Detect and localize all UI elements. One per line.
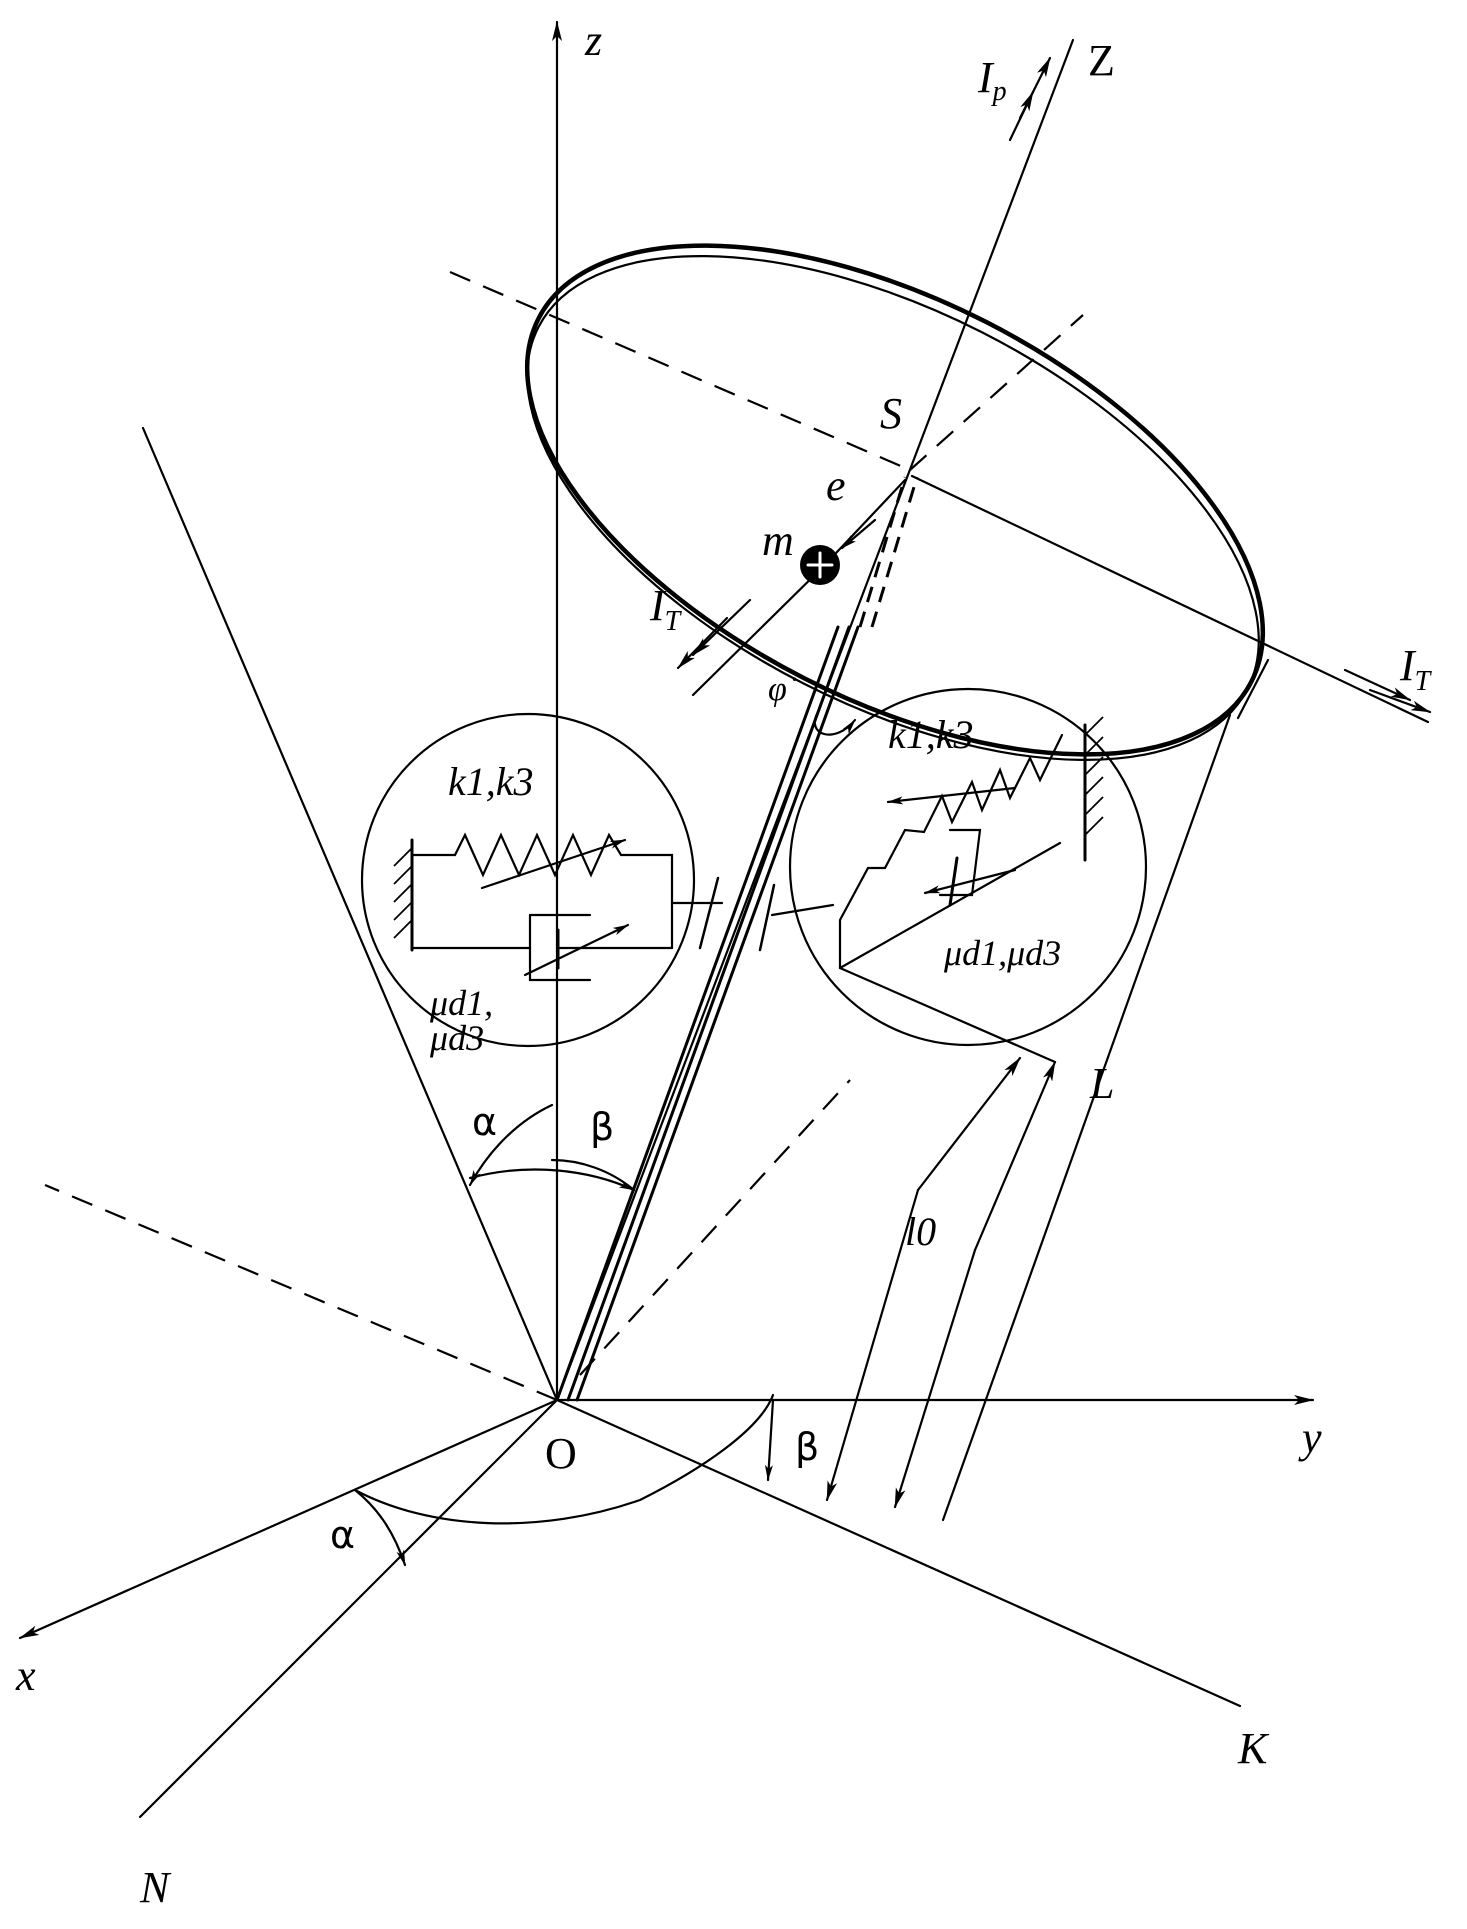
shaft-line-1 bbox=[555, 625, 840, 1402]
right-spring-arrow bbox=[886, 786, 1017, 805]
label-m: m bbox=[762, 516, 794, 565]
right-rim-line bbox=[1236, 658, 1270, 720]
bottom-arc bbox=[353, 1393, 775, 1525]
label-k-left: k1,k3 bbox=[448, 759, 534, 804]
right-cone-line bbox=[941, 713, 1232, 1522]
left-spring bbox=[410, 832, 674, 950]
label-K: K bbox=[1237, 1724, 1270, 1773]
x-axis bbox=[18, 1398, 559, 1640]
left-spring-arrow bbox=[480, 838, 627, 890]
label-Ip: Ip bbox=[977, 53, 1007, 107]
dashed-line-diagonal bbox=[579, 1079, 851, 1376]
alpha-bottom-arrow bbox=[353, 1488, 407, 1567]
label-mu-right: μd1,μd3 bbox=[943, 933, 1061, 973]
dashed-line-left bbox=[44, 1183, 558, 1402]
left-damper bbox=[528, 913, 592, 982]
label-beta-bottom: β bbox=[795, 1425, 819, 1469]
IT-right-arrow-2 bbox=[1368, 688, 1432, 714]
IT-left-arrow-1 bbox=[691, 598, 752, 657]
left-bearing-circle bbox=[360, 712, 696, 1048]
label-x: x bbox=[15, 1651, 36, 1700]
label-e: e bbox=[826, 461, 846, 510]
dashed-disk-axis bbox=[449, 270, 911, 472]
label-L: L bbox=[1089, 1059, 1114, 1108]
label-O: O bbox=[545, 1429, 577, 1478]
label-N: N bbox=[139, 1863, 172, 1912]
shaft-line-3 bbox=[575, 625, 860, 1402]
label-S: S bbox=[880, 389, 902, 438]
disk-transverse-axis bbox=[910, 474, 1430, 724]
alpha-top-arc bbox=[468, 1103, 554, 1187]
l0-dimension-arrow-2 bbox=[825, 1188, 920, 1502]
alpha-top-arc-start bbox=[550, 1158, 636, 1192]
N-axis bbox=[138, 1398, 559, 1819]
beta-bottom-arrow bbox=[764, 1398, 775, 1482]
label-IT-left: IT bbox=[649, 581, 683, 637]
label-alpha-bottom: α bbox=[330, 1513, 355, 1557]
label-y: y bbox=[1298, 1413, 1322, 1462]
right-damper-arrow bbox=[923, 868, 1017, 895]
label-mu-left-1: μd1, bbox=[429, 983, 493, 1023]
label-mu-left-2: μd3 bbox=[429, 1018, 484, 1058]
dashed-disk-axis-2 bbox=[909, 314, 1084, 471]
label-z: z bbox=[584, 16, 602, 65]
l0-dimension-arrow-1 bbox=[916, 1056, 1022, 1192]
left-wall-hatch bbox=[393, 847, 413, 939]
left-cone-line bbox=[141, 426, 559, 1402]
label-beta-top: β bbox=[590, 1105, 614, 1149]
shaft-dashed-2 bbox=[870, 476, 919, 628]
disk-inner bbox=[526, 254, 1260, 762]
label-l0: l0 bbox=[905, 1209, 936, 1254]
label-alpha-top: α bbox=[472, 1100, 497, 1144]
right-damper bbox=[938, 828, 982, 897]
IT-right-arrow-1 bbox=[1343, 668, 1412, 702]
e-arrow bbox=[840, 518, 877, 550]
shaft-dashed-1 bbox=[858, 476, 907, 628]
K-axis bbox=[555, 1398, 1242, 1708]
Ip-arrow-2 bbox=[1008, 90, 1035, 142]
L-dimension-arrow-1 bbox=[973, 1060, 1057, 1252]
right-bearing-circle bbox=[788, 687, 1148, 1047]
IT-left-arrow-2 bbox=[676, 616, 729, 670]
label-Z: Z bbox=[1088, 36, 1115, 85]
right-wall-hatch bbox=[1084, 716, 1104, 836]
shaft-line-2 bbox=[566, 625, 851, 1402]
label-IT-right: IT bbox=[1399, 641, 1433, 697]
right-spring bbox=[838, 733, 1064, 970]
label-k-right: k1,k3 bbox=[888, 712, 974, 757]
phi-rotation-arrow bbox=[813, 710, 857, 736]
L-dimension-arrow-2 bbox=[893, 1248, 977, 1509]
beta-top-arc bbox=[468, 1168, 636, 1192]
left-damper-arrow bbox=[523, 923, 630, 977]
